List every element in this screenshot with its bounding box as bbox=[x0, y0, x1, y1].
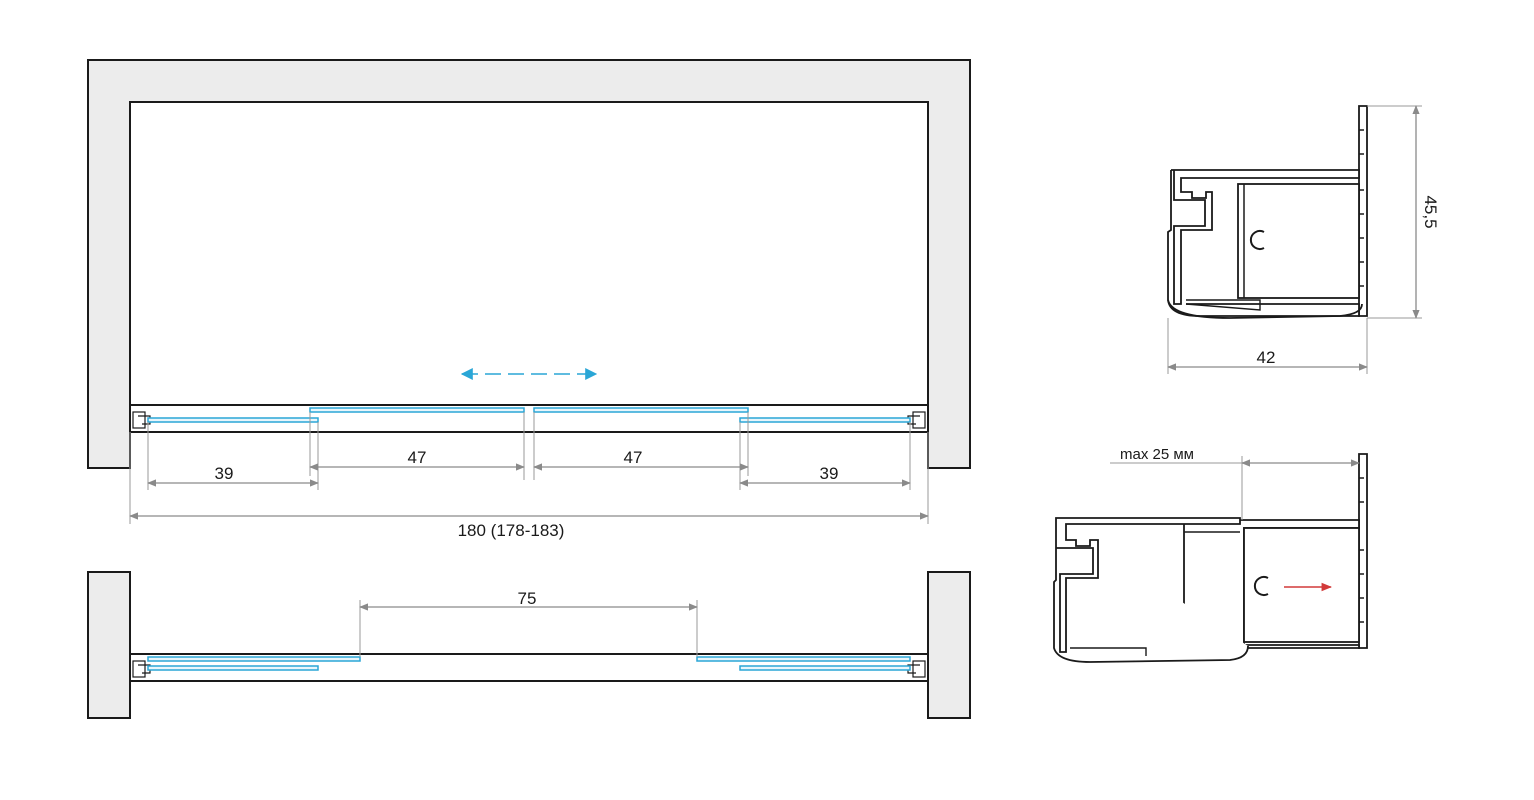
dim-label-total: 180 (178-183) bbox=[458, 521, 565, 540]
dim-label-left-door: 47 bbox=[408, 448, 427, 467]
screw-channel-c bbox=[1249, 230, 1265, 250]
wall-profile-adjusted bbox=[1358, 453, 1368, 649]
open-left-fixed-glass bbox=[147, 665, 319, 671]
left-fixed-glass bbox=[147, 417, 319, 423]
open-right-sliding-glass bbox=[696, 656, 911, 662]
left-sliding-glass bbox=[309, 407, 525, 413]
open-view: 75 bbox=[87, 571, 971, 719]
dim-label-width: 42 bbox=[1257, 348, 1276, 367]
wall-profile bbox=[1358, 105, 1368, 317]
right-fixed-glass bbox=[739, 417, 911, 423]
dim-label-right-panel: 39 bbox=[820, 464, 839, 483]
screw-channel-c-adjusted bbox=[1253, 576, 1269, 596]
right-wall bbox=[927, 571, 971, 719]
dim-label-right-door: 47 bbox=[624, 448, 643, 467]
glass-panels bbox=[147, 407, 911, 423]
open-right-fixed-glass bbox=[739, 665, 911, 671]
right-sliding-glass bbox=[533, 407, 749, 413]
profile-inner-chamber bbox=[1237, 183, 1360, 299]
dim-label-opening: 75 bbox=[518, 589, 537, 608]
profile-section-top: 45,5 42 bbox=[1167, 105, 1440, 374]
dim-label-adjust: max 25 мм bbox=[1120, 446, 1194, 463]
door-profile-base bbox=[1167, 299, 1363, 319]
door-profile-outer bbox=[1167, 169, 1360, 317]
open-extension-lines bbox=[359, 600, 698, 657]
dim-label-height: 45,5 bbox=[1421, 195, 1440, 228]
profile-section-bottom: max 25 мм bbox=[1053, 446, 1368, 663]
dim-label-left-panel: 39 bbox=[215, 464, 234, 483]
door-profile-adjusted bbox=[1053, 517, 1249, 663]
open-glass-panels bbox=[147, 656, 911, 671]
dimension-lines bbox=[129, 463, 929, 520]
front-view: 39 47 47 39 180 (178-183) bbox=[87, 59, 971, 540]
wall-frame bbox=[87, 59, 971, 469]
left-wall bbox=[87, 571, 131, 719]
open-left-sliding-glass bbox=[147, 656, 361, 662]
